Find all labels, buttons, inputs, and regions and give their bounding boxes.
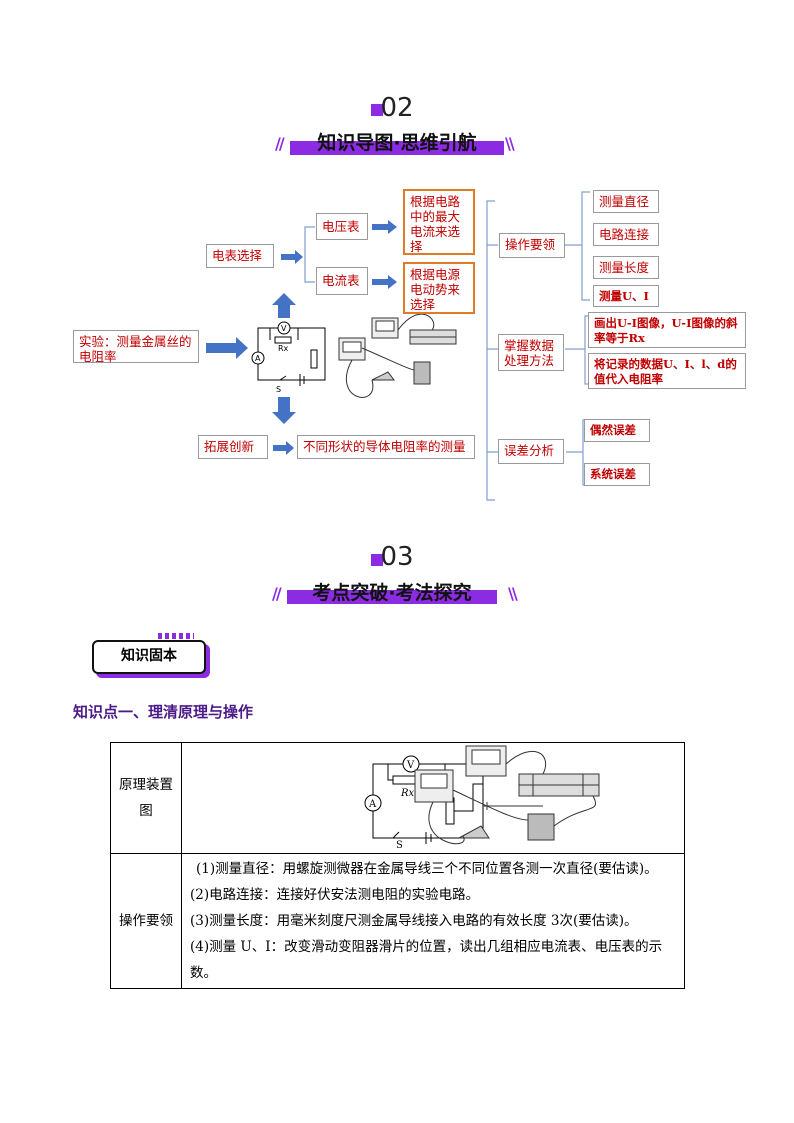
ammeter-note-box: 根据电源电动势来选择 — [403, 262, 475, 314]
section-title-highlight — [290, 141, 504, 155]
arrow-right-small-icon — [372, 275, 397, 289]
voltmeter-symbol: V — [281, 324, 287, 333]
tab-dots — [158, 633, 194, 639]
table-header-principle: 原理装置图 — [110, 742, 182, 854]
section-marker — [371, 104, 383, 116]
experiment-box: 实验：测量金属丝的电阻率 — [73, 330, 199, 364]
table-header-operation: 操作要领 — [110, 853, 182, 989]
table-row: 操作要领 (1)测量直径：用螺旋测微器在金属导线三个不同位置各测一次直径(要估读… — [110, 853, 685, 989]
apparatus-cell: V A Rx S — [181, 742, 685, 854]
switch-symbol: S — [396, 840, 403, 851]
section-title: 知识导图·思维引航 — [317, 132, 477, 154]
extension-note-box: 不同形状的导体电阻率的测量 — [297, 435, 475, 459]
apparatus-sketch — [414, 745, 600, 845]
circuit-diagram-small — [251, 321, 326, 386]
decorative-slashes-right: \\ — [508, 584, 518, 603]
resistor-symbol: Rx — [278, 344, 289, 353]
switch-symbol: S — [276, 385, 281, 394]
section-title: 考点突破·考法探究 — [312, 582, 472, 604]
op-step-4: (4)测量 U、I：改变滑动变阻器滑片的位置，读出几组相应电流表、电压表的示数。 — [190, 939, 663, 981]
op-item-length: 测量长度 — [593, 256, 659, 279]
arrow-right-icon — [206, 337, 248, 359]
data-item-graph: 画出U-I图像，U-I图像的斜率等于Rx — [588, 312, 746, 348]
data-method-box: 掌握数据处理方法 — [498, 334, 564, 371]
op-item-ui: 测量U、I — [593, 285, 659, 307]
op-step-2: (2)电路连接：连接好伏安法测电阻的实验电路。 — [190, 887, 480, 903]
decorative-slashes-left: // — [275, 134, 285, 153]
knowledge-tab: 知识固本 — [92, 640, 206, 674]
section-title-highlight — [287, 590, 497, 604]
mindmap-connectors: V A Rx S — [206, 191, 592, 501]
section-number: 02 — [380, 93, 414, 123]
meter-select-box: 电表选择 — [206, 244, 274, 268]
principle-table: 原理装置图 V A Rx S — [110, 742, 685, 989]
decorative-slashes-right: \\ — [505, 134, 515, 153]
error-item-systematic: 系统误差 — [584, 463, 650, 486]
voltmeter-box: 电压表 — [316, 213, 368, 240]
op-step-3: (3)测量长度：用毫米刻度尺测金属导线接入电路的有效长度 3次(要估读)。 — [190, 913, 638, 929]
circuit-diagram: V A Rx S — [364, 745, 600, 851]
voltmeter-note-box: 根据电路中的最大电流来选择 — [403, 189, 475, 255]
extension-box: 拓展创新 — [198, 435, 268, 459]
decorative-slashes-left: // — [272, 584, 282, 603]
error-item-random: 偶然误差 — [584, 419, 650, 442]
ammeter-box: 电流表 — [316, 267, 368, 295]
operation-box: 操作要领 — [499, 233, 565, 258]
section-number: 03 — [380, 542, 414, 572]
section-marker — [371, 554, 383, 566]
ammeter-symbol: A — [368, 799, 377, 810]
table-row: 原理装置图 V A Rx S — [110, 742, 685, 854]
arrow-down-icon — [272, 397, 296, 424]
operation-steps: (1)测量直径：用螺旋测微器在金属导线三个不同位置各测一次直径(要估读)。 (2… — [181, 853, 685, 989]
op-item-circuit: 电路连接 — [593, 223, 659, 246]
op-step-1: (1)测量直径：用螺旋测微器在金属导线三个不同位置各测一次直径(要估读)。 — [196, 861, 658, 877]
arrow-right-small-icon — [273, 441, 294, 455]
apparatus-sketch-small — [338, 313, 457, 398]
data-item-substitute: 将记录的数据U、I、l、d的值代入电阻率 — [588, 353, 746, 389]
error-analysis-box: 误差分析 — [498, 439, 564, 464]
arrow-up-icon — [272, 293, 296, 318]
ammeter-symbol: A — [255, 354, 261, 363]
arrow-right-small-icon — [281, 250, 303, 264]
resistor-symbol: Rx — [400, 788, 415, 799]
op-item-diameter: 测量直径 — [593, 190, 659, 213]
voltmeter-symbol: V — [406, 760, 415, 771]
knowledge-point-title: 知识点一、理清原理与操作 — [73, 703, 254, 721]
arrow-right-small-icon — [372, 220, 397, 234]
